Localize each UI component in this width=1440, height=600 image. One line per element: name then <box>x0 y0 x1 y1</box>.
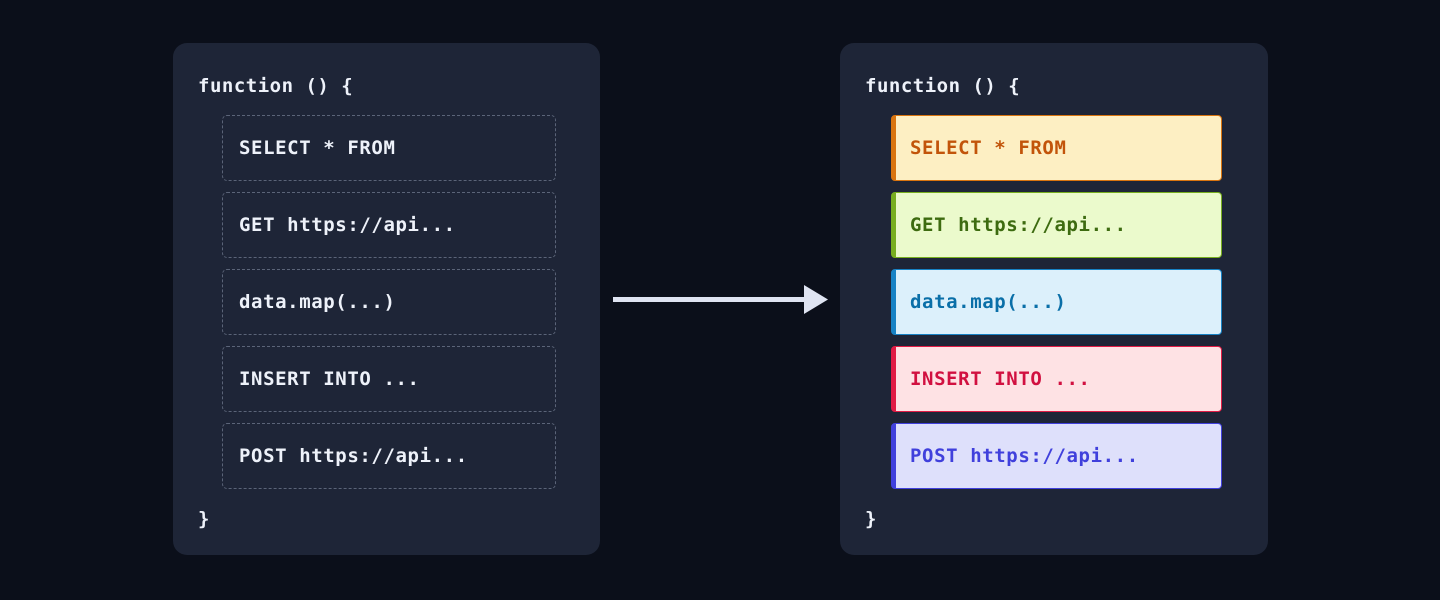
before-statement-list: SELECT * FROM GET https://api... data.map(… <box>222 115 556 500</box>
after-function-signature: function () { <box>865 75 1021 97</box>
statement-text: POST https://api... <box>910 445 1139 467</box>
statement-text: SELECT * FROM <box>239 137 396 159</box>
statement-text: SELECT * FROM <box>910 137 1067 159</box>
classified-statement-row[interactable]: INSERT INTO ... <box>891 346 1222 412</box>
classified-statement-row[interactable]: data.map(...) <box>891 269 1222 335</box>
before-function-signature: function () { <box>198 75 354 97</box>
arrow-icon <box>613 285 828 314</box>
after-statement-list: SELECT * FROM GET https://api... data.map(… <box>891 115 1222 500</box>
unclassified-statement-row[interactable]: data.map(...) <box>222 269 556 335</box>
statement-text: INSERT INTO ... <box>239 368 420 390</box>
after-closing-brace: } <box>865 508 877 530</box>
statement-text: GET https://api... <box>910 214 1127 236</box>
classified-statement-row[interactable]: GET https://api... <box>891 192 1222 258</box>
unclassified-statement-row[interactable]: POST https://api... <box>222 423 556 489</box>
classified-statement-row[interactable]: SELECT * FROM <box>891 115 1222 181</box>
unclassified-statement-row[interactable]: INSERT INTO ... <box>222 346 556 412</box>
rightward-transform-arrow <box>610 282 830 318</box>
statement-text: INSERT INTO ... <box>910 368 1091 390</box>
before-closing-brace: } <box>198 508 210 530</box>
statement-text: data.map(...) <box>239 291 396 313</box>
before-code-panel: function () { SELECT * FROM GET https://a… <box>173 43 600 555</box>
statement-text: data.map(...) <box>910 291 1067 313</box>
unclassified-statement-row[interactable]: GET https://api... <box>222 192 556 258</box>
unclassified-statement-row[interactable]: SELECT * FROM <box>222 115 556 181</box>
statement-text: GET https://api... <box>239 214 456 236</box>
statement-text: POST https://api... <box>239 445 468 467</box>
after-code-panel: function () { SELECT * FROM GET https://a… <box>840 43 1268 555</box>
classified-statement-row[interactable]: POST https://api... <box>891 423 1222 489</box>
